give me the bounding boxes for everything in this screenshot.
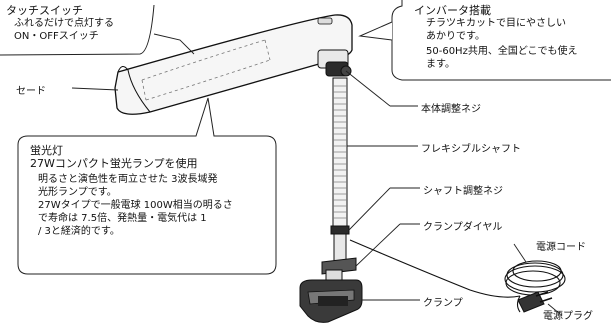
inverter-title: インバータ搭載 [414,4,491,17]
touch-switch-title: タッチスイッチ [6,4,83,17]
body-adjust-screw-label: 本体調整ネジ [421,104,481,115]
fluorescent-line-1: 明るさと演色性を両立させた 3波長域発 [38,174,218,185]
shaft-adjust-screw-label: シャフト調整ネジ [423,186,503,197]
fluorescent-line-5: / 3と経済的です。 [38,226,120,237]
shade-label: セード [16,86,46,97]
power-cord-label: 電源コード [536,242,586,253]
clamp-label: クランプ [423,298,463,309]
fluorescent-subtitle: 27Wコンパクト蛍光ランプを使用 [30,157,198,170]
fluorescent-title: 蛍光灯 [30,144,63,157]
inverter-callout: インバータ搭載 チラツキカットで目にやさしい あかりです。 50-60Hz共用、… [414,4,578,71]
touch-switch-line-2: ON・OFFスイッチ [14,31,99,42]
inverter-callout-pointer [358,21,393,41]
power-plug-label: 電源プラグ [543,311,593,322]
touch-switch-button [317,17,333,25]
touch-switch-callout-border [0,4,155,56]
inverter-line-2: あかりです。 [426,31,485,42]
flexible-shaft [332,77,348,229]
clamp-dial-leader-a [355,223,401,267]
shade-leader [71,87,119,91]
body-adjust-leader-a [345,70,391,107]
inverter-line-1: チラツキカットで目にやさしい [426,18,566,29]
shaft-lower [330,225,350,263]
lamp-shade [114,14,353,115]
clamp-assembly [299,257,363,323]
lamp-joint [317,49,352,77]
inverter-line-3: 50-60Hz共用、全国どこでも使え [426,46,578,57]
shaft-adjust-leader-a [348,187,391,231]
clamp-dial-label: クランプダイヤル [423,222,503,233]
inverter-callout-border [391,0,611,81]
fluorescent-line-2: 光形ランプです。 [38,187,117,198]
leader-lines [71,70,561,315]
power-plug-leader [547,303,561,315]
fluorescent-line-3: 27Wタイプで一般電球 100W相当の明るさ [38,200,233,211]
inverter-line-4: ます。 [426,59,455,70]
touch-switch-line-1: ふれるだけで点灯する [14,18,114,29]
fluorescent-line-4: で寿命は 7.5倍、発熱量・電気代は 1 [38,213,207,224]
touch-switch-callout: タッチスイッチ ふれるだけで点灯する ON・OFFスイッチ [6,4,114,43]
fluorescent-callout-border [17,97,277,275]
power-cord-leader [513,243,527,263]
flexible-shaft-label: フレキシブルシャフト [421,144,521,155]
fluorescent-callout: 蛍光灯 27Wコンパクト蛍光ランプを使用 明るさと演色性を両立させた 3波長域発… [30,144,233,238]
power-plug-shape [517,291,553,313]
power-cord [349,239,566,313]
touch-switch-leader [153,33,195,55]
